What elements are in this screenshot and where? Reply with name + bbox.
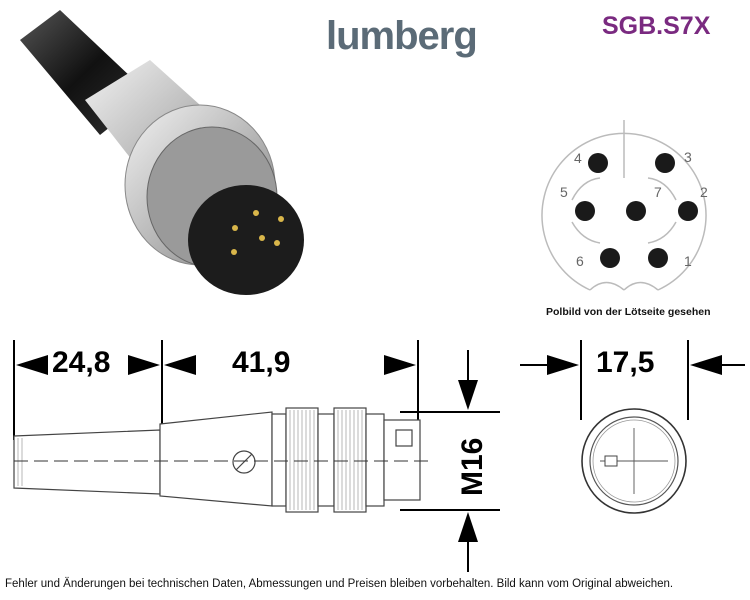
pin-label-5: 5 [560, 184, 568, 200]
pin-6-marker [600, 248, 620, 268]
pin-label-6: 6 [576, 253, 584, 269]
dim-total-length: 41,9 [232, 346, 291, 379]
dim-thread-size: M16 [456, 437, 489, 496]
pin-4-marker [588, 153, 608, 173]
brand-logo: lumberg [326, 14, 478, 58]
disclaimer-text: Fehler und Änderungen bei technischen Da… [5, 578, 674, 590]
pin-7-marker [626, 201, 646, 221]
pin-label-3: 3 [684, 149, 692, 165]
model-number: SGB.S7X [602, 12, 711, 40]
pin-1-marker [648, 248, 668, 268]
dim-diameter: 17,5 [596, 346, 655, 379]
pin-3-marker [655, 153, 675, 173]
dim-body-length: 24,8 [52, 346, 111, 379]
pin-label-7: 7 [654, 184, 662, 200]
pinout-caption: Polbild von der Lötseite gesehen [546, 306, 711, 318]
connector-photo [20, 10, 304, 295]
pin-2-marker [678, 201, 698, 221]
pin-5-marker [575, 201, 595, 221]
pin-label-4: 4 [574, 150, 582, 166]
pin-label-2: 2 [700, 184, 708, 200]
pin-label-1: 1 [684, 253, 692, 269]
